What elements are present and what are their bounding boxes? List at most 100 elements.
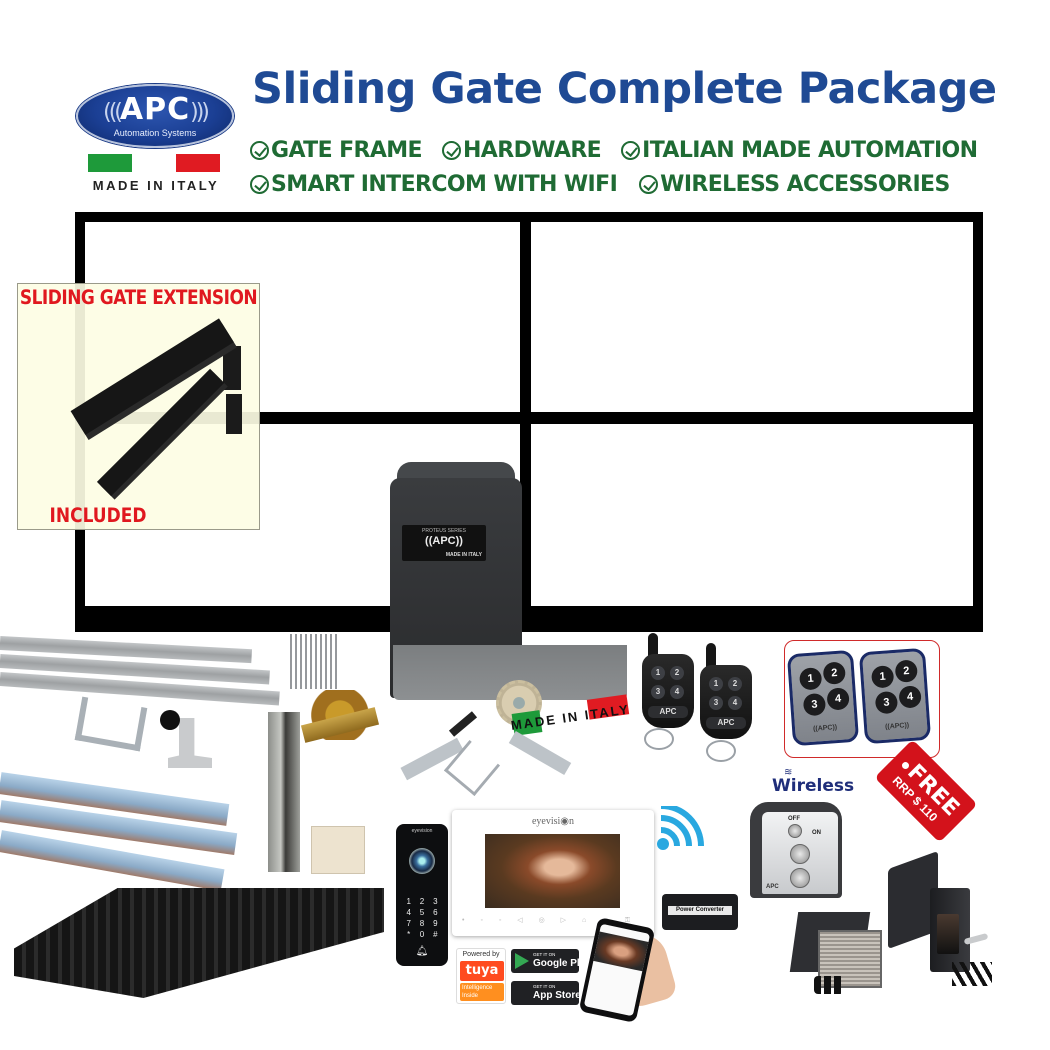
doorbell-brand: eyevision	[411, 828, 433, 834]
remote-button-1: 1	[651, 666, 665, 680]
phone-video-feed	[593, 931, 649, 972]
nylon-guide-block-icon	[311, 826, 365, 874]
extension-panel: SLIDING GATE EXTENSION INCLUDED	[17, 283, 260, 530]
u-bracket-icon	[74, 696, 148, 752]
keyring-icon	[644, 728, 674, 750]
keypad-key: 7	[406, 919, 411, 928]
feature-label: SMART INTERCOM WITH WIFI	[271, 172, 618, 197]
feature-gate-frame: GATE FRAME	[250, 138, 423, 163]
flag-white	[132, 154, 176, 172]
keyring-icon	[706, 740, 736, 762]
remote-antenna-icon	[648, 633, 658, 659]
remote-brand: APC	[706, 717, 746, 729]
remote-button-1: 1	[870, 665, 895, 689]
check-circle-icon	[442, 141, 461, 160]
remote-button-2: 2	[728, 677, 742, 691]
extension-included-label: INCLUDED	[49, 504, 147, 528]
tuya-intelligence-inside: Intelligence Inside	[460, 983, 504, 1001]
extension-post-icon	[226, 394, 242, 434]
keypad-key: 3	[433, 897, 438, 906]
google-play-icon	[515, 953, 529, 969]
wifi-icon: ≋	[784, 767, 793, 778]
key-switch-panel: OFF ON APC	[762, 812, 838, 894]
mounting-arm-icon	[508, 730, 572, 776]
page-title: Sliding Gate Complete Package	[252, 64, 997, 114]
motor-brand: ((APC))	[425, 535, 463, 547]
flag-green	[88, 154, 132, 172]
intercom-monitor: eyevisi◉n • ◦ ◦ ◁ ◎ ▷ ⌂ ▭ ⚿ ▤ ✎	[452, 810, 654, 936]
check-circle-icon	[639, 175, 659, 194]
google-play-small-text: GET IT ON	[533, 952, 556, 957]
key-switch-button-2	[790, 868, 810, 888]
motor-label: PROTEUS SERIES ((APC)) MADE IN ITALY	[402, 525, 486, 561]
monitor-screen	[485, 834, 620, 908]
camera-lens-icon	[409, 848, 435, 874]
gate-frame-bottom-rail	[75, 606, 983, 630]
monitor-touch-icons: • ◦ ◦ ◁ ◎ ▷ ⌂ ▭ ⚿ ▤ ✎	[462, 917, 644, 924]
free-promo-tag: FREE RRP $ 110	[866, 739, 978, 850]
remote-button-3: 3	[709, 696, 723, 710]
feature-italian-automation: ITALIAN MADE AUTOMATION	[621, 138, 978, 163]
keypad-key: *	[407, 930, 411, 939]
italian-flag	[88, 154, 220, 172]
remote-blue-1: 1 2 3 4 ((APC))	[786, 649, 860, 747]
sensor-lens-icon	[937, 914, 959, 954]
made-in-italy-label: MADE IN ITALY	[92, 178, 220, 193]
tuya-powered-by: Powered by	[462, 951, 500, 958]
keypad-key: 4	[406, 908, 411, 917]
remote-button-3: 3	[802, 692, 827, 717]
remote-antenna-icon	[706, 643, 716, 669]
feature-hardware: HARDWARE	[442, 138, 602, 163]
tuya-badge: Powered by tuya Intelligence Inside	[456, 948, 506, 1004]
rubber-stopper-icon	[448, 711, 478, 737]
key-lock-icon	[788, 824, 802, 838]
remote-black-2: 1 2 3 4 APC	[700, 665, 752, 739]
google-play-badge[interactable]: GET IT ON Google Play	[511, 949, 591, 973]
extension-post-icon	[223, 346, 241, 390]
remote-button-4: 4	[670, 685, 684, 699]
check-circle-icon	[250, 175, 269, 194]
remote-button-2: 2	[670, 666, 684, 680]
gear-rack-icon	[14, 888, 384, 998]
feature-label: ITALIAN MADE AUTOMATION	[642, 138, 978, 163]
app-store-label: App Store	[533, 990, 581, 1001]
app-store-small-text: GET IT ON	[533, 984, 556, 989]
app-store-badge[interactable]: GET IT ON App Store	[511, 981, 581, 1005]
logo-brand: APC	[119, 92, 191, 127]
remote-blue-2: 1 2 3 4 ((APC))	[858, 647, 932, 745]
remote-brand: APC	[648, 706, 688, 718]
apc-logo-text: (((APC)))	[78, 92, 232, 127]
features-row-1: GATE FRAME HARDWARE ITALIAN MADE AUTOMAT…	[250, 138, 978, 163]
feature-wireless-accessories: WIRELESS ACCESSORIES	[639, 172, 950, 197]
key-switch-off-label: OFF	[788, 816, 800, 822]
apc-logo: (((APC))) Automation Systems	[76, 84, 234, 148]
screws-icon	[814, 976, 844, 994]
remote-brand: ((APC))	[812, 724, 838, 733]
monitor-brand: eyevisi◉n	[531, 816, 575, 827]
remote-button-1: 1	[709, 677, 723, 691]
remote-black-1: 1 2 3 4 APC	[642, 654, 694, 728]
google-play-label: Google Play	[533, 958, 591, 969]
remote-button-4: 4	[898, 685, 922, 709]
keypad-key: 1	[406, 897, 411, 906]
remote-button-4: 4	[728, 696, 742, 710]
anchor-bolts-icon	[290, 634, 340, 689]
doorbell-keypad: 1 2 3 4 5 6 7 8 9 * 0 #	[402, 896, 442, 940]
keypad-key: 6	[433, 908, 438, 917]
apc-logo-subtitle: Automation Systems	[113, 128, 197, 138]
feature-smart-intercom: SMART INTERCOM WITH WIFI	[250, 172, 618, 197]
wifi-signal-icon	[657, 806, 704, 850]
power-converter-label: Power Converter	[668, 906, 732, 915]
remote-button-2: 2	[894, 659, 919, 683]
keypad-key: 5	[419, 908, 425, 917]
doorbell-camera-panel: eyevision 1 2 3 4 5 6 7 8 9 * 0 # 🔔︎	[396, 824, 448, 966]
logo-waves-left: (((	[103, 100, 123, 125]
power-converter: Power Converter	[662, 894, 738, 930]
keypad-key: 0	[419, 930, 425, 939]
remote-button-2: 2	[822, 661, 847, 685]
bell-icon: 🔔︎	[415, 946, 429, 957]
feature-label: WIRELESS ACCESSORIES	[660, 172, 950, 197]
check-circle-icon	[250, 141, 269, 160]
tuya-logo: tuya	[460, 961, 504, 981]
remote-button-3: 3	[651, 685, 665, 699]
